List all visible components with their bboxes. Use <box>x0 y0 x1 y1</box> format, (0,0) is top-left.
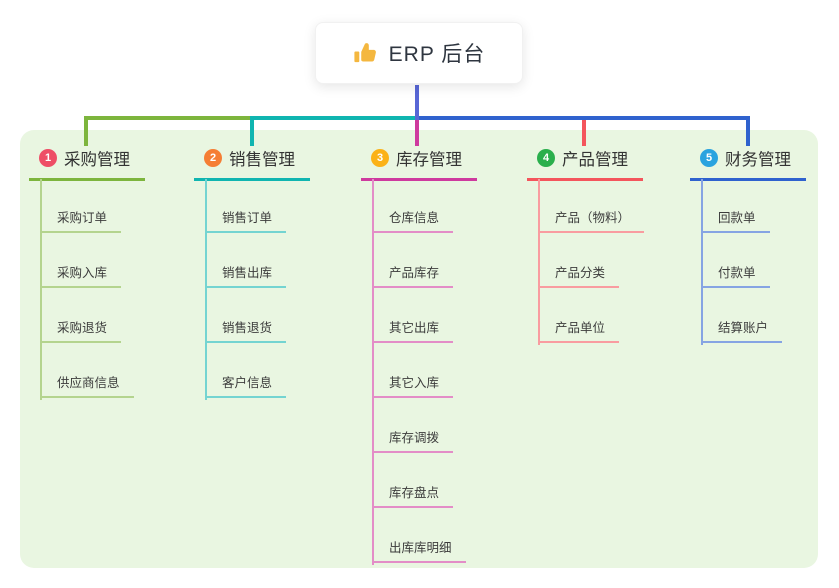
branch-label: 库存管理 <box>396 151 462 169</box>
branch-node-1[interactable]: 1 采购管理 <box>29 146 145 181</box>
child-node[interactable]: 采购退货 <box>40 322 122 343</box>
branch-badge: 5 <box>700 149 718 167</box>
branch-label: 财务管理 <box>725 151 791 169</box>
branch-label: 采购管理 <box>64 151 130 169</box>
child-node[interactable]: 产品（物料） <box>538 212 645 233</box>
thumbs-up-icon <box>354 43 376 63</box>
branch-badge: 4 <box>537 149 555 167</box>
child-node[interactable]: 出库库明细 <box>372 542 466 563</box>
child-node[interactable]: 产品库存 <box>372 267 454 288</box>
branch-label: 销售管理 <box>229 151 295 169</box>
child-node[interactable]: 库存调拨 <box>372 432 454 453</box>
branch-child-connector <box>701 179 703 345</box>
branch-child-connector <box>205 179 207 400</box>
child-node[interactable]: 供应商信息 <box>40 377 134 398</box>
child-node[interactable]: 结算账户 <box>701 322 783 343</box>
root-node[interactable]: ERP 后台 <box>315 22 523 84</box>
branch-node-2[interactable]: 2 销售管理 <box>194 146 310 181</box>
child-node[interactable]: 采购订单 <box>40 212 122 233</box>
branch-badge: 3 <box>371 149 389 167</box>
branch-child-connector <box>538 179 540 345</box>
child-node[interactable]: 付款单 <box>701 267 770 288</box>
child-node[interactable]: 其它入库 <box>372 377 454 398</box>
child-node[interactable]: 其它出库 <box>372 322 454 343</box>
child-node[interactable]: 库存盘点 <box>372 487 454 508</box>
branch-child-connector <box>40 179 42 400</box>
child-node[interactable]: 销售出库 <box>205 267 287 288</box>
branch-badge: 2 <box>204 149 222 167</box>
branch-label: 产品管理 <box>562 151 628 169</box>
child-node[interactable]: 销售订单 <box>205 212 287 233</box>
child-node[interactable]: 回款单 <box>701 212 770 233</box>
branch-node-4[interactable]: 4 产品管理 <box>527 146 643 181</box>
branch-node-5[interactable]: 5 财务管理 <box>690 146 806 181</box>
child-node[interactable]: 产品分类 <box>538 267 620 288</box>
child-node[interactable]: 产品单位 <box>538 322 620 343</box>
child-node[interactable]: 采购入库 <box>40 267 122 288</box>
branch-node-3[interactable]: 3 库存管理 <box>361 146 477 181</box>
child-node[interactable]: 销售退货 <box>205 322 287 343</box>
child-node[interactable]: 仓库信息 <box>372 212 454 233</box>
root-label: ERP 后台 <box>388 43 486 66</box>
mindmap-panel <box>20 130 818 568</box>
branch-child-connector <box>372 179 374 565</box>
branch-badge: 1 <box>39 149 57 167</box>
child-node[interactable]: 客户信息 <box>205 377 287 398</box>
